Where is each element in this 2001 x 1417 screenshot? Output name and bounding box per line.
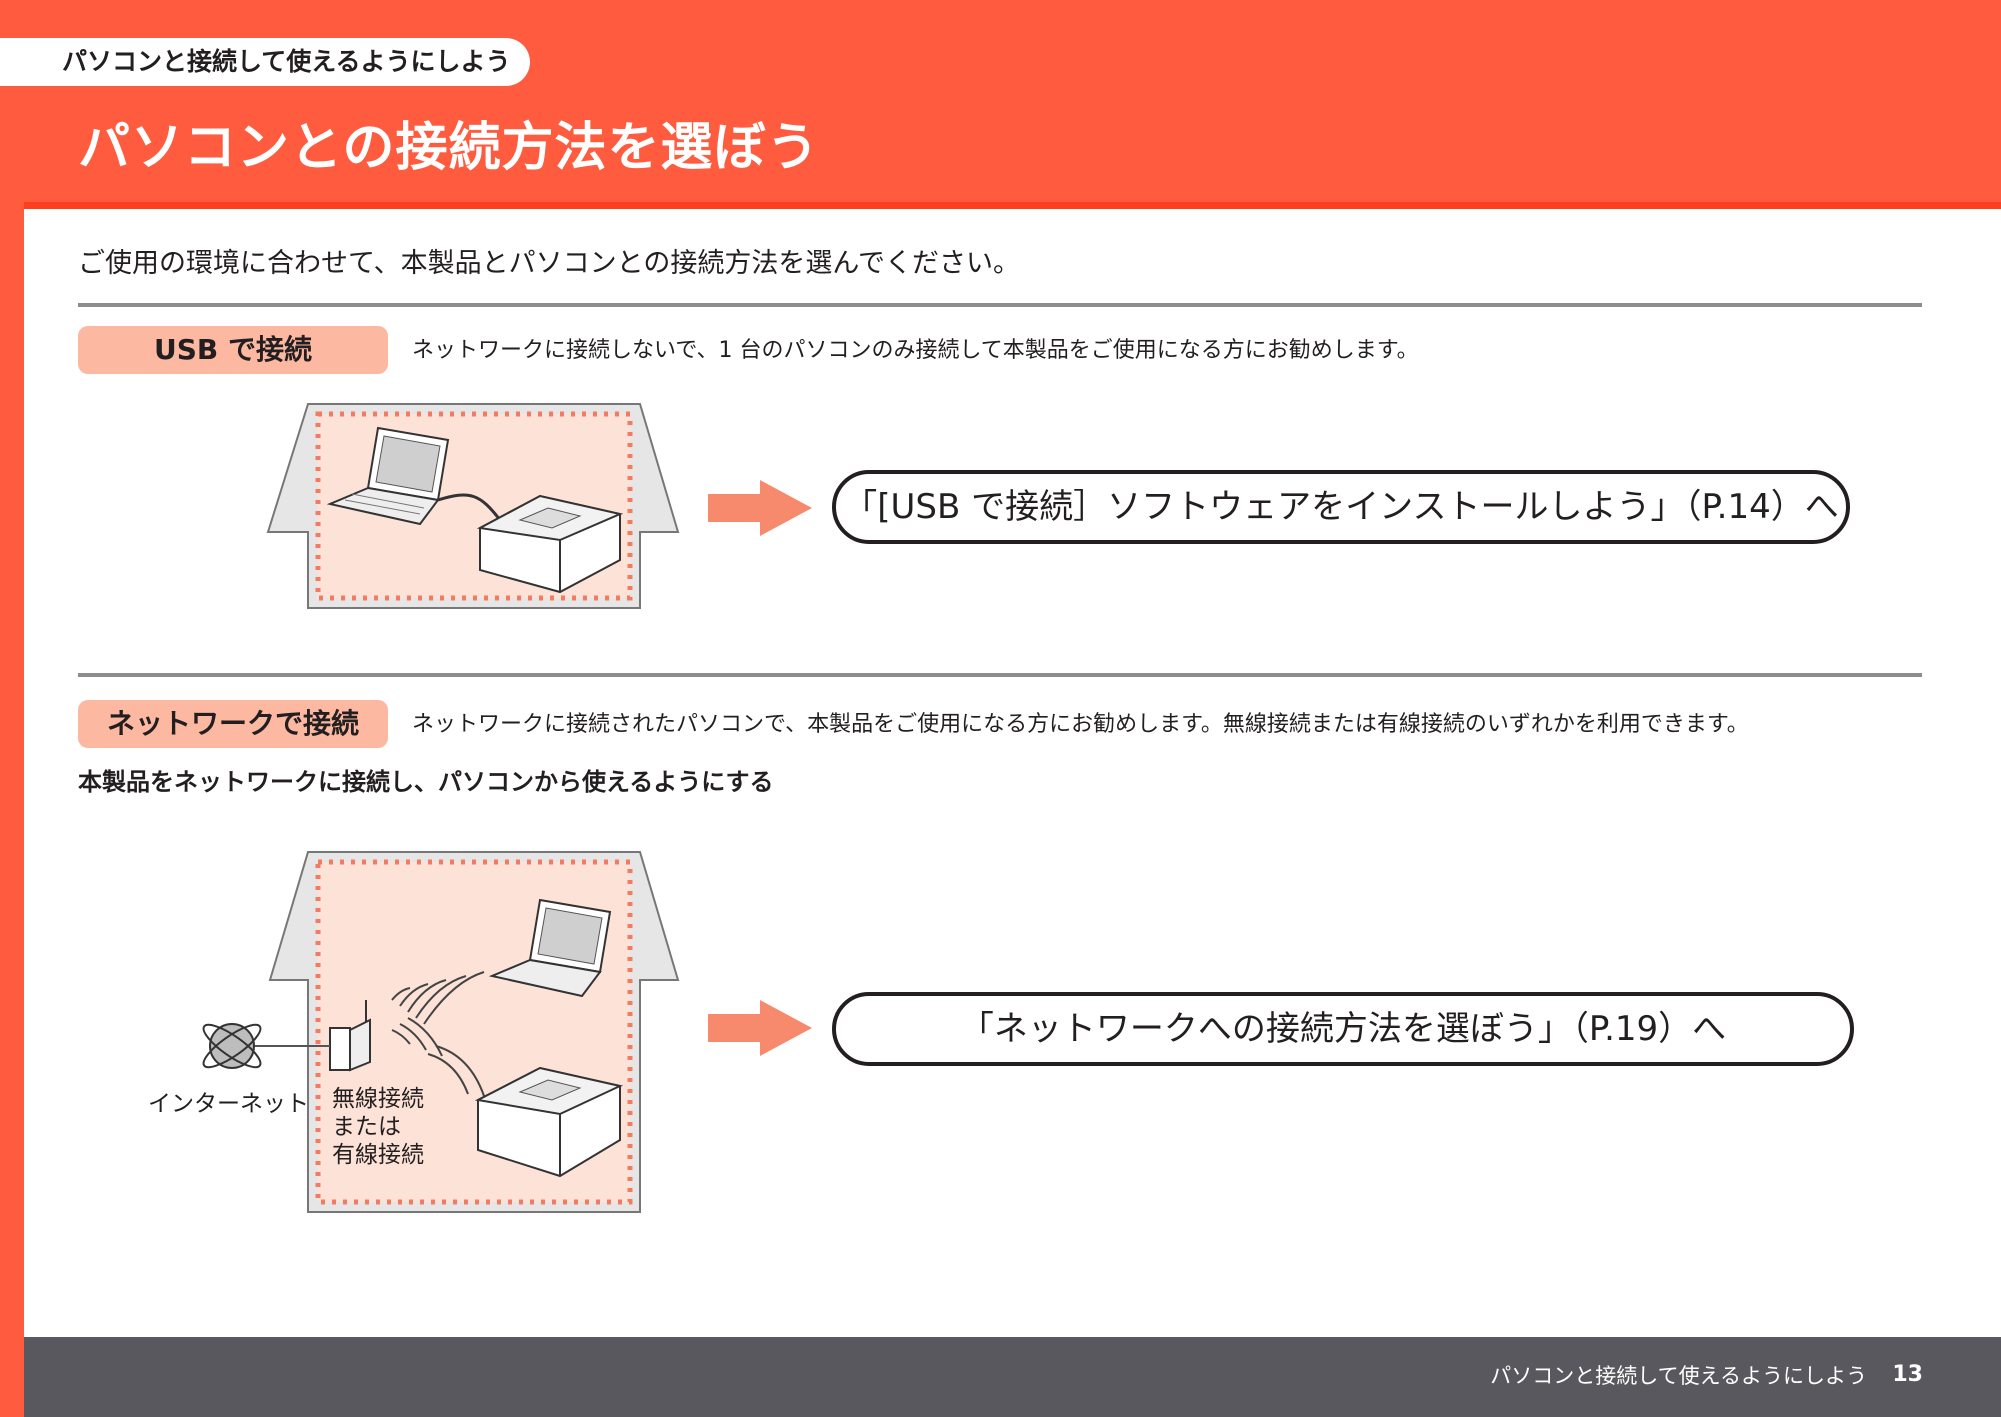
connection-type-label: 無線接続 または 有線接続 bbox=[332, 1085, 424, 1169]
usb-house-illustration bbox=[266, 403, 680, 609]
network-setup-link[interactable]: 「ネットワークへの接続方法を選ぼう」（P.19）へ bbox=[832, 992, 1854, 1066]
connection-label-line: 有線接続 bbox=[332, 1142, 424, 1168]
usb-arrow-icon bbox=[708, 480, 812, 536]
page-number: 13 bbox=[1892, 1362, 1923, 1387]
internet-globe-icon bbox=[202, 1023, 330, 1069]
router-icon bbox=[329, 1000, 371, 1072]
chapter-tab: パソコンと接続して使えるようにしよう bbox=[0, 38, 530, 86]
left-margin-bar bbox=[0, 0, 24, 1417]
header-band bbox=[0, 0, 2001, 206]
network-arrow-icon bbox=[708, 1000, 812, 1056]
network-section-tag: ネットワークで接続 bbox=[78, 700, 388, 748]
network-printer-icon bbox=[474, 1066, 624, 1178]
footer-bar: パソコンと接続して使えるようにしよう 13 bbox=[24, 1337, 2001, 1417]
usb-install-link[interactable]: 「[USB で接続］ソフトウェアをインストールしよう」（P.14）へ bbox=[832, 470, 1850, 544]
page-title: パソコンとの接続方法を選ぼう bbox=[78, 118, 820, 178]
network-sub-heading: 本製品をネットワークに接続し、パソコンから使えるようにする bbox=[78, 768, 774, 796]
network-dotted-border bbox=[315, 859, 633, 1205]
header-underline bbox=[24, 202, 2001, 209]
footer-chapter-text: パソコンと接続して使えるようにしよう bbox=[1490, 1364, 1867, 1388]
section-divider-network bbox=[78, 673, 1922, 677]
laptop-icon bbox=[326, 426, 450, 526]
usb-section-tag: USB で接続 bbox=[78, 326, 388, 374]
printer-icon bbox=[476, 494, 624, 594]
connection-label-line: 無線接続 bbox=[332, 1086, 424, 1112]
network-description: ネットワークに接続されたパソコンで、本製品をご使用になる方にお勧めします。無線接… bbox=[412, 712, 1749, 737]
network-laptop-icon bbox=[488, 898, 612, 998]
internet-label: インターネット bbox=[148, 1091, 309, 1117]
wireless-waves-icon bbox=[391, 971, 485, 1097]
usb-cable bbox=[437, 493, 502, 521]
intro-text: ご使用の環境に合わせて、本製品とパソコンとの接続方法を選んでください。 bbox=[78, 248, 1021, 279]
usb-description: ネットワークに接続しないで、1 台のパソコンのみ接続して本製品をご使用になる方に… bbox=[412, 338, 1419, 363]
section-divider-usb bbox=[78, 303, 1922, 307]
connection-label-line: または bbox=[332, 1114, 401, 1140]
usb-dotted-border bbox=[315, 411, 633, 601]
network-house-illustration bbox=[268, 851, 680, 1213]
